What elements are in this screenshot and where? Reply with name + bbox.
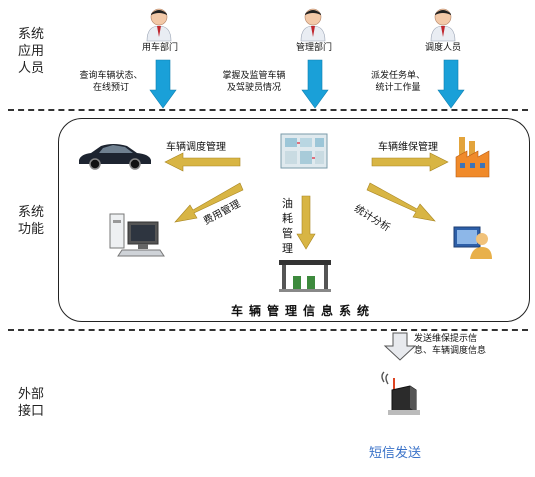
analyst-monitor-icon [453, 226, 492, 259]
external-notice: 发送维保提示信 息、车辆调度信息 [414, 334, 487, 356]
divider-top [8, 109, 528, 111]
factory-icon [455, 137, 490, 178]
section-label-interfaces: 外部 接口 [18, 387, 45, 419]
label-maintenance: 车辆维保管理 [378, 142, 438, 153]
arrow-stats [366, 182, 436, 222]
user-desc: 掌握及监管车辆及驾驶员情况 [222, 71, 286, 93]
arrow-maintenance [371, 152, 449, 172]
divider-bottom [8, 329, 528, 331]
down-arrow-icon [149, 59, 177, 109]
sms-send-label: 短信发送 [369, 446, 422, 461]
user-role-label: 用车部门 [141, 43, 178, 53]
sms-gateway-icon [381, 371, 420, 415]
user-person-icon [430, 8, 456, 42]
down-arrow-icon [437, 59, 465, 109]
car-icon [79, 144, 151, 170]
user-role-label: 调度人员 [424, 43, 461, 53]
system-server-icon [280, 133, 328, 169]
computer-icon [109, 213, 165, 257]
label-dispatch: 车辆调度管理 [166, 142, 226, 153]
arrow-expense [174, 182, 244, 223]
user-desc: 查询车辆状态、在线预订 [79, 71, 143, 93]
section-label-users: 系统 应用 人员 [18, 27, 45, 76]
user-person-icon [300, 8, 326, 42]
label-fuel: 油 耗 管 理 [282, 197, 293, 255]
section-label-functions: 系统 功能 [18, 205, 45, 237]
fuel-station-icon [279, 260, 331, 292]
system-title: 车辆管理信息系统 [231, 304, 376, 318]
user-role-label: 管理部门 [295, 43, 332, 53]
down-arrow-icon [301, 59, 329, 109]
arrow-fuel [296, 195, 316, 250]
user-desc: 派发任务单、统计工作量 [370, 71, 425, 93]
arrow-external [383, 332, 417, 361]
arrow-dispatch [164, 152, 241, 172]
user-person-icon [146, 8, 172, 42]
